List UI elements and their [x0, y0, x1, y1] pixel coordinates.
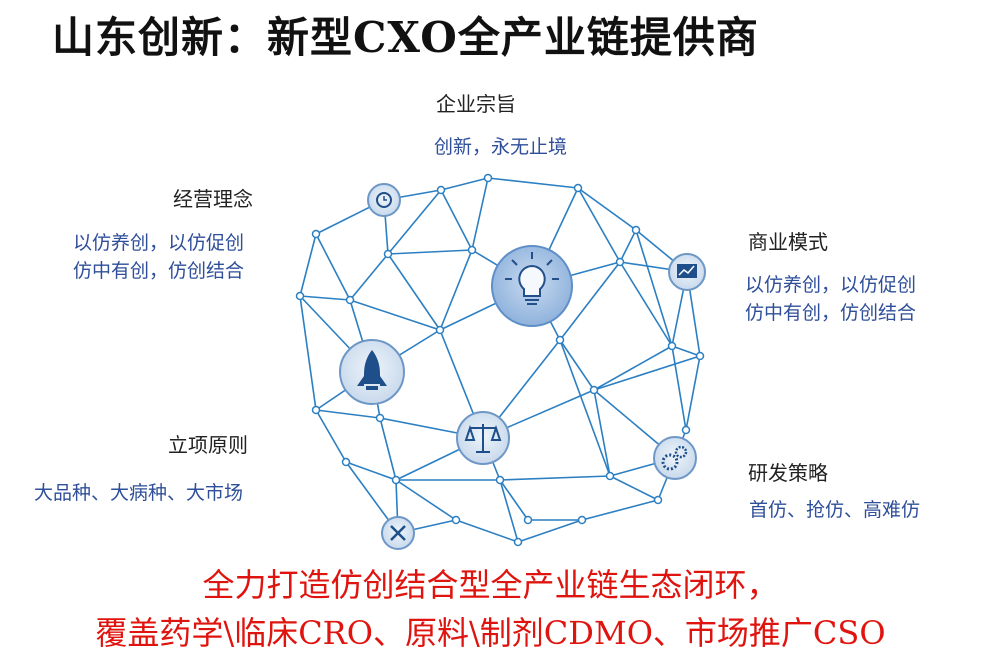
network-edge: [387, 189, 442, 255]
mission-text-1: 创新，永无止境: [434, 136, 568, 158]
network-edge: [299, 295, 351, 301]
network-node: [341, 457, 351, 467]
network-node: [577, 515, 587, 525]
network-edge: [593, 345, 673, 391]
page-title: 山东创新：新型CXO全产业链提供商: [52, 13, 759, 62]
network-node: [311, 405, 321, 415]
network-edge: [379, 417, 397, 481]
network-node: [375, 413, 385, 423]
network-edge: [685, 355, 701, 431]
principle-heading: 立项原则: [168, 433, 248, 457]
network-node: [653, 495, 663, 505]
network-edge: [487, 177, 579, 189]
network-edge: [439, 249, 473, 331]
network-node: [391, 475, 401, 485]
network-edge: [635, 229, 673, 347]
scales-icon: [456, 411, 510, 465]
network-edge: [387, 249, 473, 255]
network-edge: [345, 461, 397, 481]
network-node: [495, 475, 505, 485]
clock-icon: [367, 183, 401, 217]
rnd-text-1: 首仿、抢仿、高难仿: [749, 499, 921, 521]
network-node: [295, 291, 305, 301]
mission-heading: 企业宗旨: [436, 92, 516, 116]
network-edge: [671, 345, 687, 431]
network-edge: [499, 479, 529, 521]
network-node: [436, 185, 446, 195]
network-node: [573, 183, 583, 193]
network-edge: [440, 189, 473, 251]
network-node: [615, 257, 625, 267]
philosophy-heading: 经营理念: [173, 187, 253, 211]
network-node: [589, 385, 599, 395]
network-edge: [609, 475, 659, 501]
network-node: [513, 537, 523, 547]
bottom-line-2: 覆盖药学\临床CRO、原料\制剂CDMO、市场推广CSO: [95, 614, 886, 652]
network-edge: [349, 299, 441, 331]
network-edge: [315, 409, 347, 463]
business-heading: 商业模式: [748, 230, 828, 254]
tools-icon: [381, 516, 415, 550]
network-edge: [455, 519, 519, 543]
bottom-line-1: 全力打造仿创结合型全产业链生态闭环，: [202, 566, 779, 604]
network-edge: [499, 479, 519, 543]
principle-text-1: 大品种、大病种、大市场: [34, 482, 244, 504]
network-edge: [577, 187, 621, 263]
network-node: [695, 351, 705, 361]
gears-icon: [653, 436, 697, 480]
network-edge: [315, 409, 381, 419]
network-edge: [581, 499, 659, 521]
rocket-icon: [339, 339, 405, 405]
network-node: [435, 325, 445, 335]
network-node: [311, 229, 321, 239]
network-edge: [499, 475, 611, 481]
business-text-1: 以仿养创，以仿促创: [745, 274, 917, 296]
network-edge: [349, 253, 389, 301]
network-node: [523, 515, 533, 525]
network-edge: [593, 389, 611, 477]
network-node: [555, 335, 565, 345]
network-edge: [440, 177, 489, 191]
network-node: [681, 425, 691, 435]
network-edge: [299, 233, 317, 297]
network-node: [467, 245, 477, 255]
network-edge: [315, 233, 351, 301]
network-edge: [671, 345, 701, 357]
network-node: [451, 515, 461, 525]
network-edge: [517, 519, 583, 543]
network-edge: [577, 187, 637, 231]
business-text-2: 仿中有创，仿创结合: [745, 302, 917, 324]
network-node: [631, 225, 641, 235]
network-edge: [387, 253, 441, 331]
network-node: [345, 295, 355, 305]
network-edge: [593, 355, 701, 391]
network-edge: [395, 479, 457, 521]
chart-icon: [668, 253, 706, 291]
rnd-heading: 研发策略: [748, 461, 828, 485]
philosophy-text-1: 以仿养创，以仿促创: [73, 232, 245, 254]
philosophy-text-2: 仿中有创，仿创结合: [73, 260, 245, 282]
network-node: [383, 249, 393, 259]
network-edge: [299, 295, 317, 411]
lightbulb-icon: [491, 245, 573, 327]
network-edge: [559, 339, 611, 477]
network-node: [667, 341, 677, 351]
network-edge: [619, 229, 637, 263]
network-edge: [559, 261, 621, 341]
network-edge: [559, 339, 595, 391]
network-node: [605, 471, 615, 481]
network-node: [483, 173, 493, 183]
network-edge: [471, 177, 489, 251]
network-edge: [619, 261, 673, 347]
